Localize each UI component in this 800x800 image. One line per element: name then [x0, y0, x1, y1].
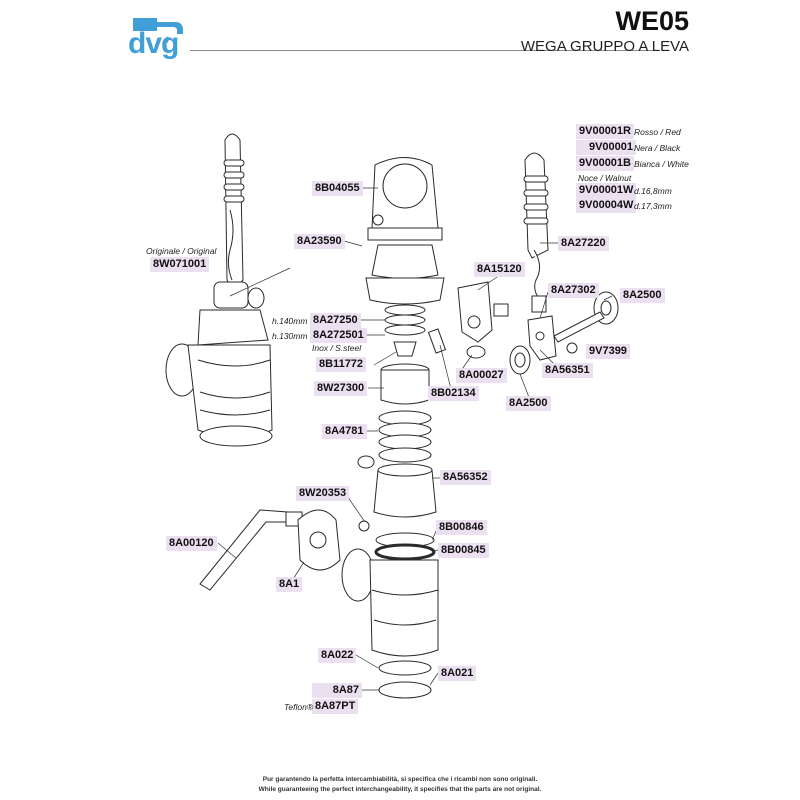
part-label-8A27302: 8A27302 [548, 283, 599, 298]
central-stack-drawing [341, 157, 445, 699]
part-label-8A2500-upper: 8A2500 [620, 288, 665, 303]
note-bianca-white: Bianca / White [634, 159, 689, 169]
part-label-8A87: 8A87 [312, 683, 362, 698]
dvg-logo-icon [133, 18, 183, 43]
part-label-8A56351: 8A56351 [542, 363, 593, 378]
part-label-8B11772: 8B11772 [316, 357, 367, 372]
note-diameter-16-8: d.16,8mm [634, 186, 672, 196]
part-label-8A27250: 8A27250 [310, 313, 361, 328]
part-label-8A00120: 8A00120 [166, 536, 217, 551]
part-label-8B04055: 8B04055 [312, 181, 363, 196]
cam-parts-drawing [427, 281, 619, 375]
part-label-9V00001W: 9V00001W [576, 183, 637, 198]
footer-disclaimer-en: While guaranteeing the perfect interchan… [258, 786, 542, 793]
part-label-8A87PT: 8A87PT [312, 699, 359, 714]
part-label-8W071001: 8W071001 [150, 257, 210, 272]
note-h130: h.130mm [272, 331, 308, 341]
brand-name: dvg [128, 27, 179, 60]
note-h140: h.140mm [272, 316, 308, 326]
part-label-9V7399: 9V7399 [586, 344, 630, 359]
part-label-8A27220: 8A27220 [558, 236, 609, 251]
part-label-8A4781: 8A4781 [322, 424, 367, 439]
part-label-8B02134: 8B02134 [428, 386, 479, 401]
part-label-8A1: 8A1 [276, 577, 303, 592]
note-rosso-red: Rosso / Red [634, 127, 681, 137]
part-label-9V00004W: 9V00004W [576, 198, 637, 213]
model-subtitle: WEGA GRUPPO A LEVA [520, 38, 689, 55]
note-noce-walnut: Noce / Walnut [578, 173, 632, 183]
header-divider [190, 50, 660, 51]
note-diameter-17-3: d.17,3mm [634, 201, 672, 211]
part-label-8A23590: 8A23590 [294, 234, 345, 249]
pipe-flange-drawing [199, 509, 341, 591]
part-label-9V00001B: 9V00001B [576, 156, 634, 171]
lever-handle-drawing [523, 152, 549, 313]
note-nera-black: Nera / Black [634, 143, 681, 153]
part-label-8A00027: 8A00027 [456, 368, 507, 383]
note-originale: Originale / Original [146, 246, 217, 256]
part-label-8A56352: 8A56352 [440, 470, 491, 485]
part-label-8A2500-lower: 8A2500 [506, 396, 551, 411]
part-label-8A15120: 8A15120 [474, 262, 525, 277]
part-label-8W27300: 8W27300 [314, 381, 368, 396]
part-label-9V00001R: 9V00001R [576, 124, 634, 139]
part-label-8A272501: 8A272501 [310, 328, 367, 343]
part-label-8W20353: 8W20353 [296, 486, 350, 501]
model-code: WE05 [615, 6, 689, 36]
part-label-8B00846: 8B00846 [436, 520, 487, 535]
part-label-8A022: 8A022 [318, 648, 357, 663]
footer-disclaimer-it: Pur garantendo la perfetta intercambiabi… [262, 776, 538, 783]
part-label-8B00845: 8B00845 [438, 543, 489, 558]
note-inox: Inox / S.steel [312, 343, 362, 353]
part-label-8A021: 8A021 [438, 666, 477, 681]
assembled-group-drawing [165, 133, 273, 447]
part-label-9V00001: 9V00001 [576, 140, 636, 155]
note-teflon: Teflon® [284, 702, 314, 712]
